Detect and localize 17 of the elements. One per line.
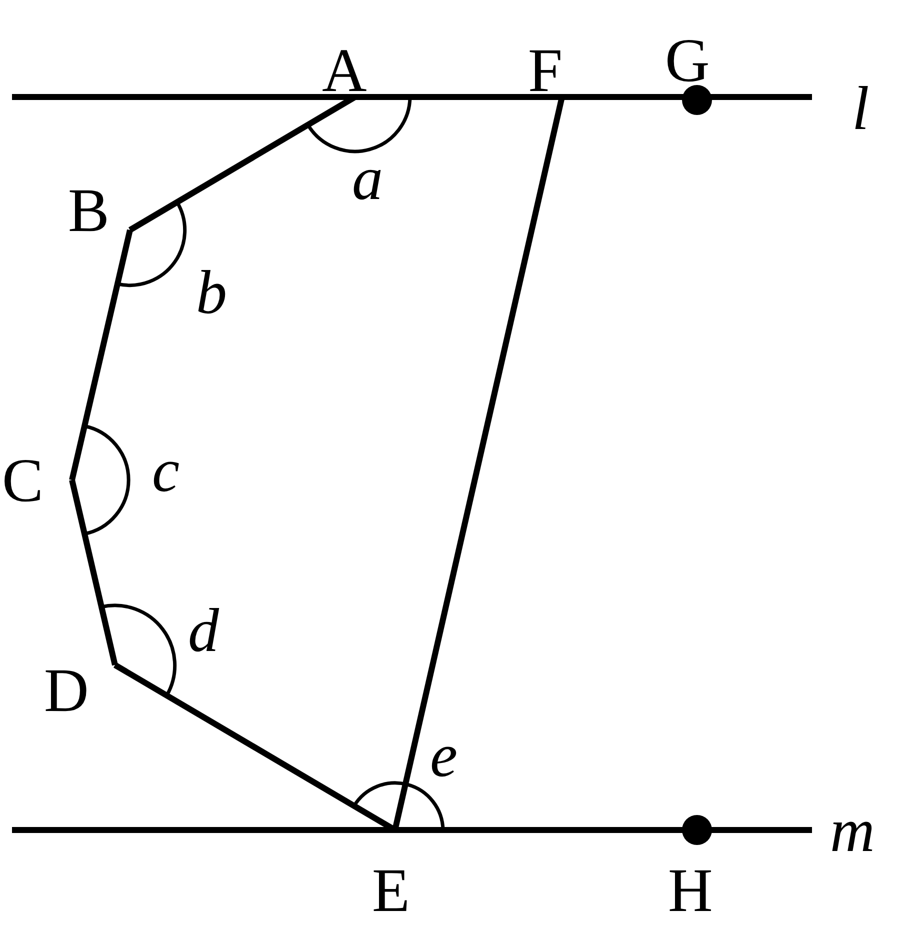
point-label: C — [2, 450, 44, 512]
line-segment — [69, 229, 133, 481]
point-label: H — [668, 860, 713, 922]
point-label: B — [68, 180, 110, 242]
point-label: E — [372, 860, 410, 922]
point-label: G — [665, 30, 710, 92]
point-label: A — [322, 40, 367, 102]
point-label: F — [528, 40, 562, 102]
angle-label: d — [188, 600, 219, 662]
line-label: l — [852, 78, 870, 140]
angle-label: b — [196, 262, 227, 324]
line-segment — [69, 479, 118, 666]
angle-label: a — [352, 148, 383, 210]
point-label: D — [44, 660, 89, 722]
line-label: m — [830, 800, 875, 862]
angle-label: e — [430, 725, 458, 787]
angle-label: c — [152, 440, 180, 502]
